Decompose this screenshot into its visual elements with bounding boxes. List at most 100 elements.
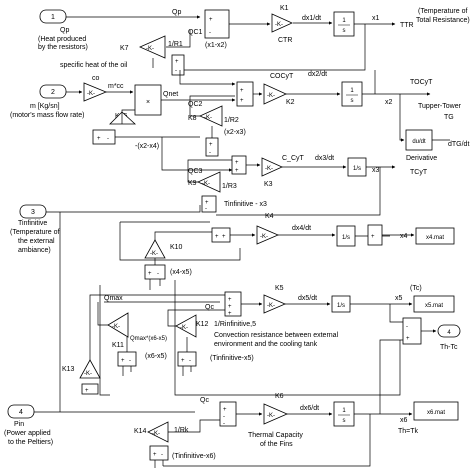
label-tg: TG [444, 114, 454, 121]
gain-k4[interactable]: -K- [256, 225, 280, 245]
to-file-x6[interactable]: x6.mat [413, 401, 459, 421]
gain-k3[interactable]: -K- [261, 157, 283, 177]
sum-block-tinf-x3[interactable]: +- [201, 195, 217, 213]
svg-text:x4.mat: x4.mat [426, 235, 444, 241]
inport-3-desc3: ambiance) [18, 247, 51, 254]
svg-text:s: s [343, 28, 346, 34]
label-conv2: environment and the cooling tank [214, 341, 318, 348]
sum-block-x2x3[interactable]: +- [205, 137, 219, 157]
svg-text:+: + [222, 234, 226, 240]
label-k3: K3 [264, 181, 273, 188]
inport-3[interactable]: 3 [19, 204, 47, 219]
svg-text:-: - [223, 421, 225, 427]
label-k1: K1 [280, 5, 289, 12]
inport-4-label: Pin [14, 421, 24, 428]
label-x5: x5 [395, 295, 403, 302]
integrator-1[interactable]: 1 s [333, 11, 355, 37]
sum-block-thtc[interactable]: -+ [402, 317, 422, 345]
label-r3: 1/R3 [222, 183, 237, 190]
svg-text:+: + [228, 304, 232, 310]
svg-text:-: - [406, 324, 408, 330]
label-qnet: Qnet [163, 91, 178, 98]
label-tc: (Tc) [410, 285, 422, 292]
gain-co[interactable]: -K- [83, 82, 108, 102]
gain-k9[interactable]: -K- [197, 171, 221, 193]
svg-text:+: + [215, 234, 219, 240]
sum-block-k13[interactable]: + [81, 383, 99, 395]
sum-block-x1x2[interactable]: +- [171, 54, 185, 76]
label-k9: K9 [188, 180, 197, 187]
label-x1: x1 [372, 15, 380, 22]
inport-3-desc2: the external [18, 238, 55, 245]
svg-text:-: - [161, 452, 163, 458]
gain-k5[interactable]: -K- [263, 294, 287, 314]
product-block[interactable]: × [134, 84, 162, 116]
integrator-5[interactable]: 1/s [331, 295, 351, 313]
inport-4[interactable]: 4 [7, 404, 35, 419]
label-dx2dt: dx2/dt [308, 71, 327, 78]
integrator-3[interactable]: 1/s [347, 157, 367, 177]
gain-k14[interactable]: -K- [147, 421, 169, 443]
sum-block-3[interactable]: ++ [231, 155, 247, 175]
svg-text:1/s: 1/s [342, 235, 350, 241]
label-specific-heat: specific heat of the oil [60, 62, 128, 69]
label-tinf-x5: (Tinfinitive-x5) [210, 355, 254, 362]
sum-block-4[interactable]: ++ [211, 227, 231, 243]
inport-2[interactable]: 2 [39, 84, 67, 99]
label-tocyt: TOCyT [410, 79, 433, 86]
to-file-x5[interactable]: x5.mat [413, 295, 455, 313]
gain-ctr[interactable]: -K- [271, 13, 293, 33]
label-r2: 1/R2 [224, 117, 239, 124]
sum-block-tinf-x6[interactable]: +- [149, 445, 169, 461]
gain-k11[interactable]: -K- [107, 312, 129, 338]
label-qc3: QC3 [188, 168, 203, 175]
sum-block-5[interactable]: +++ [224, 291, 242, 317]
gain-k12[interactable]: -K- [175, 314, 197, 338]
sum-block-1[interactable]: +- [204, 9, 230, 39]
label-dtgdt: dTG/dt [448, 141, 469, 148]
gain-k2[interactable]: -K- [263, 83, 287, 105]
svg-text:+: + [240, 98, 244, 104]
gain-k7[interactable]: -K- [139, 35, 166, 59]
gain-k10[interactable]: -K- [144, 239, 166, 259]
label-k6: K6 [275, 393, 284, 400]
svg-text:du/dt: du/dt [412, 139, 426, 145]
gain-k15[interactable] [109, 111, 137, 125]
sum-block-x4x5[interactable]: +- [144, 264, 166, 280]
gain-k8[interactable]: -K- [199, 105, 223, 127]
gain-k6[interactable]: -K- [263, 403, 289, 425]
to-file-x4[interactable]: x4.mat [415, 227, 455, 245]
sum-block-2[interactable]: ++ [236, 81, 254, 107]
label-co: co [92, 75, 100, 82]
label-x3: x3 [372, 167, 380, 174]
label-ctr: CTR [278, 37, 292, 44]
sum-block-tinf-x5[interactable]: +- [177, 351, 197, 367]
svg-text:-K-: -K- [87, 91, 95, 97]
integrator-6[interactable]: 1 s [333, 401, 355, 427]
derivative-block[interactable]: du/dt [405, 129, 433, 151]
inport-1[interactable]: 1 [39, 9, 67, 24]
svg-text:-K-: -K- [267, 413, 275, 419]
svg-text:+: + [235, 168, 239, 174]
svg-text:+: + [228, 311, 232, 317]
outport-4[interactable]: 4 [437, 324, 461, 338]
label-k14: K14 [134, 428, 147, 435]
sum-block-6[interactable]: +-- [219, 401, 237, 427]
integrator-4[interactable]: 1/s [336, 225, 356, 247]
sum-block-x2x4[interactable]: +- [92, 129, 116, 145]
label-derivative: Derivative [406, 155, 437, 162]
gain-k13[interactable]: -K- [79, 359, 101, 379]
label-k13: K13 [62, 366, 75, 373]
label-r1: 1/R1 [168, 41, 183, 48]
svg-text:3: 3 [31, 209, 35, 216]
svg-text:+: + [371, 234, 375, 240]
integrator-2[interactable]: 1 s [341, 81, 363, 107]
label-k12-desc: 1/Rinfinitive,5 [214, 321, 256, 328]
sum-block-x6x5[interactable]: +- [117, 351, 137, 367]
label-tupper: Tupper-Tower [418, 103, 462, 110]
sum-block-4b[interactable]: + [367, 224, 383, 246]
svg-text:+: + [223, 407, 227, 413]
svg-text:x5.mat: x5.mat [425, 303, 443, 309]
label-thtc: Th-Tc [440, 344, 458, 351]
